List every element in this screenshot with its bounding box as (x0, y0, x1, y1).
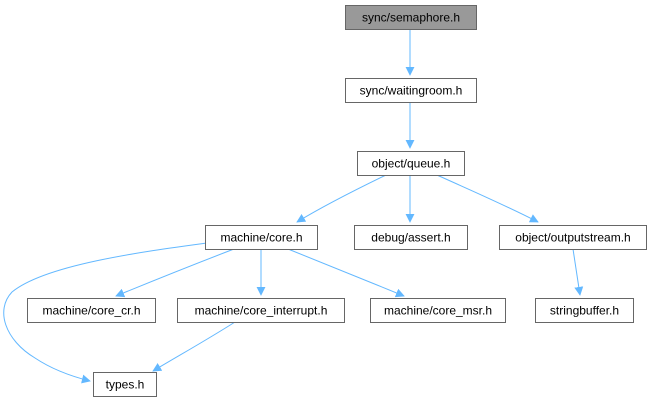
node-box (354, 225, 468, 250)
node-core_cr[interactable]: machine/core_cr.h (27, 298, 156, 323)
node-label: sync/semaphore.h (362, 11, 460, 25)
edge-core-to-core_msr (287, 248, 405, 298)
node-semaphore[interactable]: sync/semaphore.h (345, 5, 477, 30)
node-outputstream[interactable]: object/outputstream.h (499, 225, 647, 250)
node-box (345, 78, 477, 103)
node-box (93, 372, 157, 397)
node-label: machine/core_msr.h (384, 304, 492, 318)
node-box (535, 298, 634, 323)
node-label: object/queue.h (372, 157, 451, 171)
node-box (177, 298, 345, 323)
node-label: machine/core.h (220, 231, 302, 245)
node-label: debug/assert.h (371, 231, 450, 245)
edge-core-to-core_cr (115, 248, 235, 298)
node-label: machine/core_interrupt.h (195, 304, 328, 318)
node-types[interactable]: types.h (93, 372, 157, 397)
node-core_interrupt[interactable]: machine/core_interrupt.h (177, 298, 345, 323)
edge-core_interrupt-to-types (152, 321, 236, 372)
node-core_msr[interactable]: machine/core_msr.h (370, 298, 506, 323)
node-label: sync/waitingroom.h (360, 84, 463, 98)
node-box (370, 298, 506, 323)
node-box (27, 298, 156, 323)
node-label: types.h (106, 378, 145, 392)
edges-layer (3, 29, 584, 384)
node-core[interactable]: machine/core.h (205, 225, 318, 250)
node-label: stringbuffer.h (550, 304, 619, 318)
edge-outputstream-to-stringbuffer (572, 248, 584, 296)
edge-queue-to-core (296, 174, 387, 223)
node-stringbuffer[interactable]: stringbuffer.h (535, 298, 634, 323)
node-box (499, 225, 647, 250)
node-queue[interactable]: object/queue.h (357, 151, 465, 176)
edge-core-to-types (3, 242, 208, 384)
node-assert[interactable]: debug/assert.h (354, 225, 468, 250)
node-box (345, 5, 477, 30)
edge-queue-to-outputstream (436, 174, 539, 223)
node-box (357, 151, 465, 176)
node-waitingroom[interactable]: sync/waitingroom.h (345, 78, 477, 103)
node-label: machine/core_cr.h (42, 304, 140, 318)
node-box (205, 225, 318, 250)
node-label: object/outputstream.h (515, 231, 630, 245)
nodes-layer: sync/semaphore.h sync/waitingroom.h object… (27, 5, 647, 397)
